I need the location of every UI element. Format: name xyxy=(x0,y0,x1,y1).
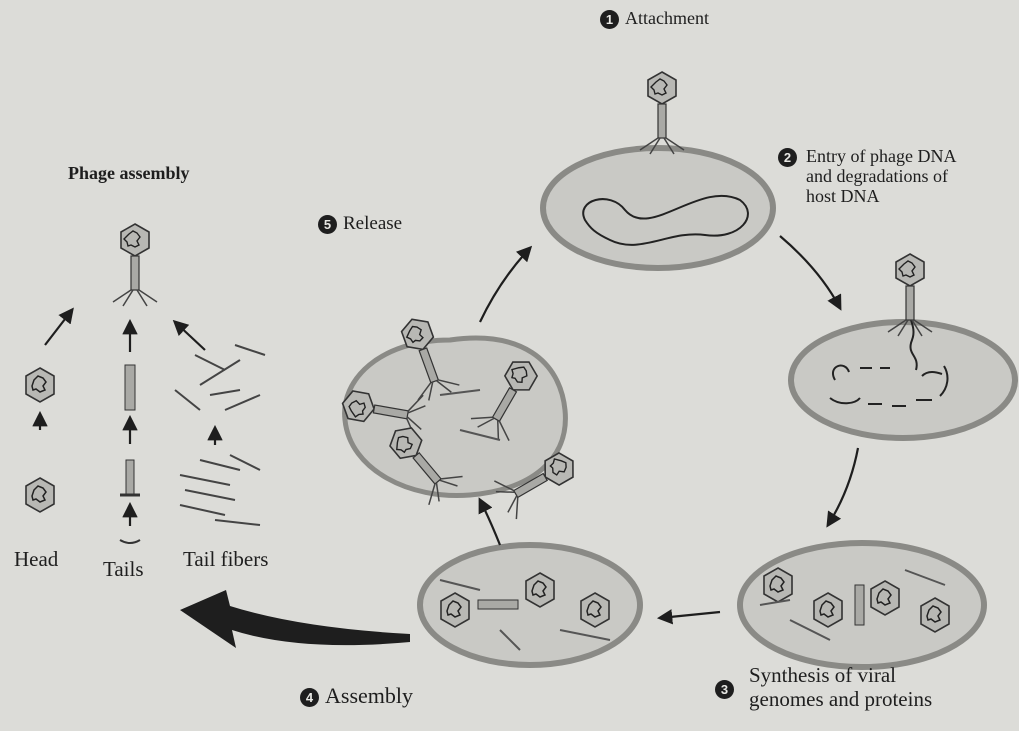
step-5-label: 5Release xyxy=(318,213,402,234)
component-tails-label: Tails xyxy=(103,558,144,582)
component-tail-fibers-label: Tail fibers xyxy=(183,548,268,572)
cell-attachment xyxy=(543,72,773,268)
step-2-badge: 2 xyxy=(778,148,797,167)
step-3-badge: 3 xyxy=(715,680,734,699)
step-1-label: 1Attachment xyxy=(600,8,709,29)
step-1-badge: 1 xyxy=(600,10,619,29)
cell-assembly xyxy=(420,545,640,665)
step-4-label: 4Assembly xyxy=(300,684,413,709)
cell-synthesis xyxy=(740,543,984,667)
cell-release xyxy=(339,312,584,521)
step-2-label: 2 Entry of phage DNA and degradations of… xyxy=(778,146,956,206)
step-3-label: 3 Synthesis of viral genomes and protein… xyxy=(715,664,932,711)
component-head-label: Head xyxy=(14,548,58,572)
phage-assembly-parts xyxy=(26,224,265,543)
step-5-badge: 5 xyxy=(318,215,337,234)
phage-assembly-title: Phage assembly xyxy=(68,163,190,183)
assembly-big-arrow xyxy=(180,590,410,648)
step-4-badge: 4 xyxy=(300,688,319,707)
